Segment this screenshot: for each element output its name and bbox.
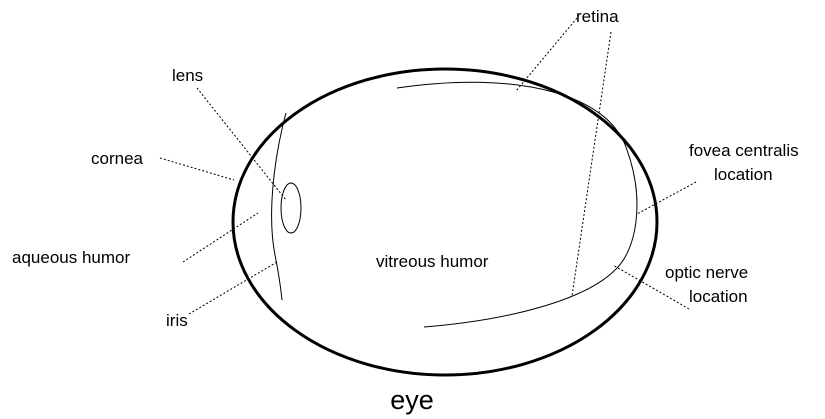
label-vitreous-humor: vitreous humor <box>376 252 489 271</box>
iris-line <box>272 113 286 300</box>
label-iris: iris <box>166 311 188 330</box>
label-fovea-line2: location <box>714 165 773 184</box>
label-optic-line2: location <box>689 287 748 306</box>
fovea-leader <box>637 182 696 214</box>
label-cornea: cornea <box>91 149 144 168</box>
label-retina: retina <box>576 7 619 26</box>
eyeball-outline <box>233 69 657 375</box>
diagram-title: eye <box>390 385 434 415</box>
label-optic-line1: optic nerve <box>665 263 748 282</box>
retina-leader-2 <box>572 32 611 296</box>
iris-leader <box>189 262 277 314</box>
cornea-leader <box>160 158 234 180</box>
retina-leader-1 <box>516 18 577 91</box>
label-fovea-line1: fovea centralis <box>689 141 799 160</box>
label-aqueous-humor: aqueous humor <box>12 248 130 267</box>
lens-shape <box>281 183 301 233</box>
label-lens: lens <box>172 66 203 85</box>
aqueous-humor-leader <box>183 213 258 262</box>
